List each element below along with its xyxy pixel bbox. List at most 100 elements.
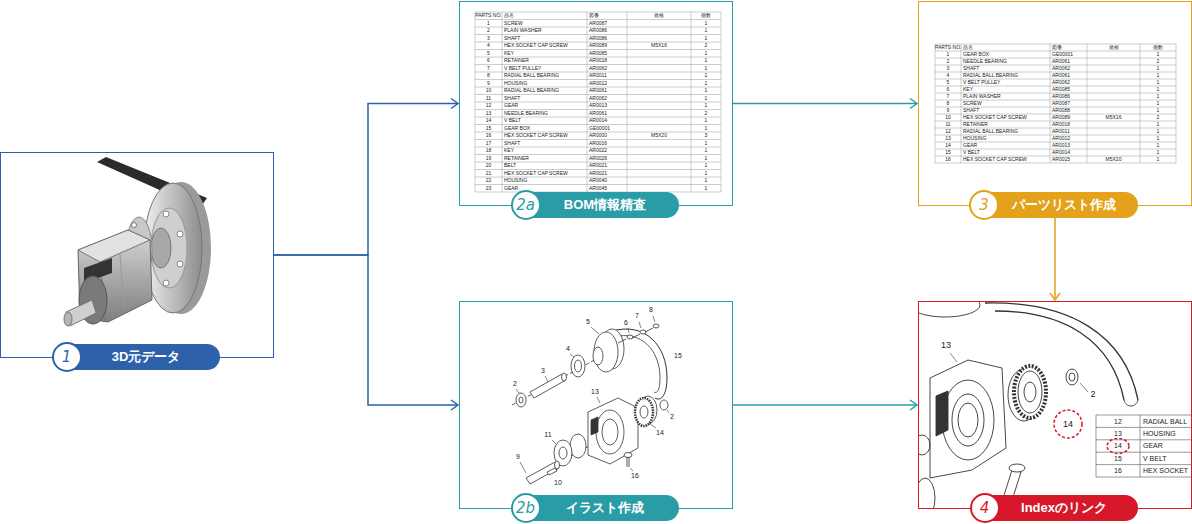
table-cell: HEX SOCKET CAP SCREW [961,156,1050,163]
table-cell: 1 [691,87,721,95]
step-number: 3 [969,190,999,220]
table-cell: BELT [502,162,587,170]
callout-number: 8 [641,305,661,315]
table-cell: RADIAL BALL BEARING [961,72,1050,79]
callout-number: 3 [533,366,553,376]
detail-illustration [942,380,994,460]
table-cell: 4 [935,72,961,79]
exploded-illustration [627,457,628,467]
table-cell: 11 [475,95,502,103]
table-cell: 1 [691,50,721,58]
table-cell: GEAR [502,185,587,193]
step-label: パーツリスト作成 [1012,196,1116,214]
index-part-name: V BELT [1141,453,1189,464]
table-cell: RETAINER [502,57,587,65]
detail-illustration [1066,369,1078,385]
index-part-name: HOUSING [1141,428,1189,439]
model-render [163,280,169,286]
table-cell: 10 [475,87,502,95]
callout-number: 2 [662,412,682,422]
table-cell: AR0062 [587,65,627,73]
table-cell: 15 [935,149,961,156]
arrowhead [910,400,917,410]
arrowhead [910,99,917,109]
table-cell: SCREW [502,20,587,28]
table-cell: AR0085 [587,50,627,58]
table-cell: 2 [691,42,721,50]
detail-illustration [1080,383,1088,392]
index-table-grid [1096,415,1097,477]
table-cell: 18 [475,147,502,155]
table-cell: V BELT [961,149,1050,156]
step-badge: 2aBOM情報精査 [514,192,679,218]
table-cell: AR0018 [1050,121,1087,128]
table-cell: GE00001 [587,125,627,133]
table-cell: 1 [691,72,721,80]
table-cell: 12 [475,102,502,110]
table-cell: 8 [935,100,961,107]
exploded-illustration [591,417,598,435]
table-cell: 1 [1140,93,1176,100]
table-cell: AR0016 [587,140,627,148]
model-render [64,312,72,326]
table-cell: 21 [475,170,502,178]
connector [733,400,917,410]
table-cell: 1 [1140,156,1176,163]
table-cell: AR0040 [587,177,627,185]
table-grid [475,12,476,192]
table-cell: AR0021 [587,162,627,170]
callout-number: 16 [625,471,645,481]
step-label: イラスト作成 [566,499,644,517]
callout-number: 10 [548,478,568,488]
callout-number: 9 [508,452,528,462]
table-cell: 20 [475,162,502,170]
index-table-grid [1096,427,1191,428]
table-cell: KEY [502,50,587,58]
table-cell: AR0062 [1050,79,1087,86]
exploded-illustration [526,462,559,484]
detail-illustration [1124,400,1138,406]
table-cell: 1 [691,170,721,178]
table-cell: RADIAL BALL BEARING [502,72,587,80]
table-cell: AR0013 [587,102,627,110]
step-label: Indexのリンク [1021,499,1107,517]
table-cell: 1 [1140,128,1176,135]
index-part-name: RADIAL BALL [1141,416,1189,427]
table-grid [1176,44,1177,163]
table-cell: 15 [475,125,502,133]
exploded-illustration [640,406,648,418]
index-part-name: HEX SOCKET [1141,465,1189,476]
index-number: 14 [1097,440,1139,451]
table-grid [1140,44,1141,163]
table-cell: 1 [935,51,961,58]
exploded-illustration [630,468,633,471]
table-cell: 17 [475,140,502,148]
exploded-illustration [667,410,669,413]
table-cell: 3 [475,35,502,43]
step-badge: 4Indexのリンク [973,495,1138,521]
table-cell: GE00001 [1050,51,1087,58]
table-cell: 22 [475,177,502,185]
exploded-illustration [520,462,526,473]
detail-illustration [950,353,957,362]
table-cell: AR0088 [1050,107,1087,114]
callout-number: 14 [1058,418,1078,430]
table-cell: 13 [475,110,502,118]
callout-number: 6 [616,318,636,328]
detail-illustration [1014,366,1046,418]
table-cell: NEEDLE BEARING [502,110,587,118]
table-cell: AR0087 [587,20,627,28]
table-cell: 6 [935,86,961,93]
table-header: 個数 [691,12,721,20]
step-badge: 3 パーツリスト作成 [972,192,1138,218]
table-cell: 4 [475,42,502,50]
table-cell: 1 [691,162,721,170]
table-grid [691,12,692,192]
table-cell: 1 [1140,121,1176,128]
table-cell: 1 [1140,149,1176,156]
table-cell: 2 [691,110,721,118]
table-cell: AR0000 [587,132,627,140]
